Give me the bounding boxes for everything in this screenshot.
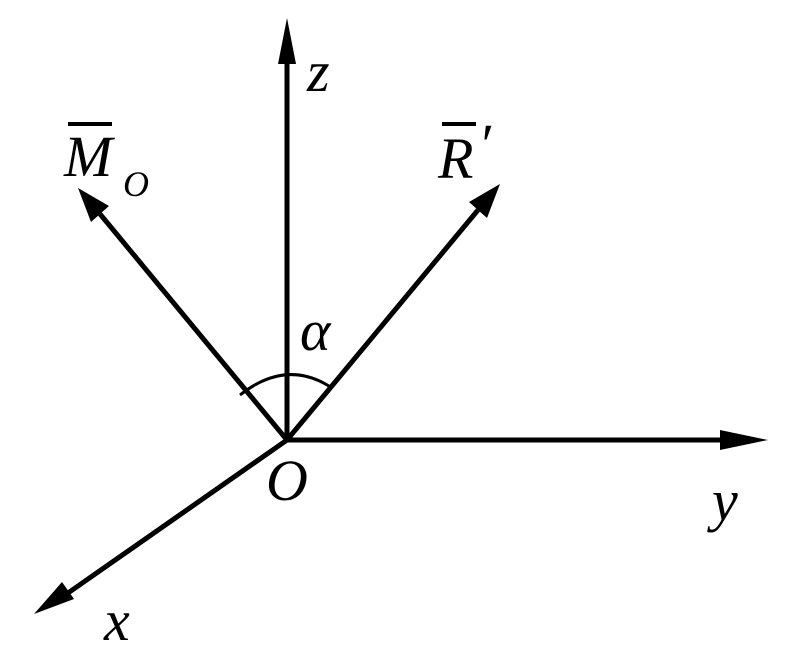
moment-symbol: M — [63, 124, 115, 189]
y-axis-arrowhead — [720, 430, 768, 450]
z-axis-label: z — [306, 39, 330, 104]
resultant-vector-line — [285, 208, 480, 442]
resultant-label: R ′ — [437, 112, 492, 191]
resultant-prime: ′ — [478, 112, 492, 177]
y-axis-label: y — [707, 468, 738, 533]
moment-vector-arrowhead — [78, 188, 109, 222]
x-axis-arrowhead — [34, 582, 74, 614]
angle-label: α — [300, 298, 332, 363]
resultant-vector-arrowhead — [469, 184, 500, 218]
moment-label: M O — [63, 122, 149, 204]
resultant-symbol: R — [437, 126, 473, 191]
x-axis — [34, 437, 289, 614]
x-axis-line — [66, 437, 289, 596]
z-axis-arrowhead — [278, 18, 296, 64]
moment-vector-line — [98, 212, 289, 442]
angle-arc — [239, 373, 333, 397]
moment-subscript: O — [123, 164, 149, 204]
resultant-vector — [285, 184, 500, 442]
z-axis — [278, 18, 296, 440]
moment-vector — [78, 188, 289, 442]
x-axis-label: x — [103, 588, 130, 653]
origin-label: O — [266, 448, 308, 513]
y-axis — [287, 430, 768, 450]
